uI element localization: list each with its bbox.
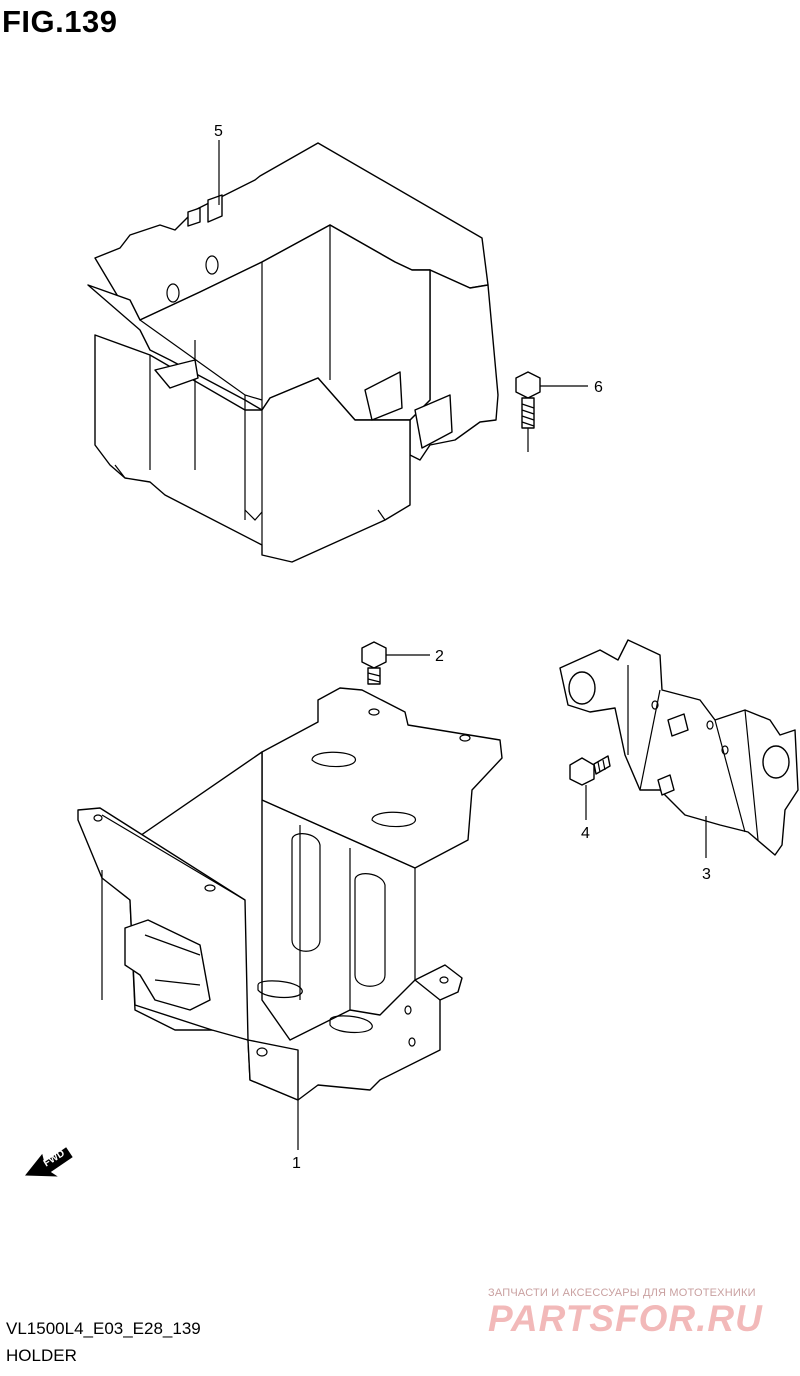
section-name: HOLDER: [6, 1346, 77, 1365]
holder-bracket[interactable]: [77, 687, 503, 1101]
callout-3: 3: [702, 866, 711, 883]
right-bracket[interactable]: [559, 639, 799, 856]
callout-5: 5: [214, 123, 223, 140]
callout-2: 2: [435, 648, 444, 665]
bolt-2[interactable]: [361, 641, 387, 685]
bolt-4[interactable]: [569, 755, 611, 786]
watermark-brand: PARTSFOR.RU: [488, 1298, 763, 1339]
callout-6: 6: [594, 379, 603, 396]
callout-4: 4: [581, 825, 590, 842]
bolt-6[interactable]: [515, 371, 541, 429]
model-code: VL1500L4_E03_E28_139: [6, 1319, 201, 1338]
fwd-arrow-icon: FWD: [24, 1147, 73, 1177]
battery-case[interactable]: [87, 142, 499, 563]
watermark-tagline: ЗАПЧАСТИ И АКСЕССУАРЫ ДЛЯ МОТОТЕХНИКИ: [488, 1287, 756, 1299]
figure-title: FIG.139: [2, 4, 118, 39]
callout-1: 1: [292, 1155, 301, 1172]
